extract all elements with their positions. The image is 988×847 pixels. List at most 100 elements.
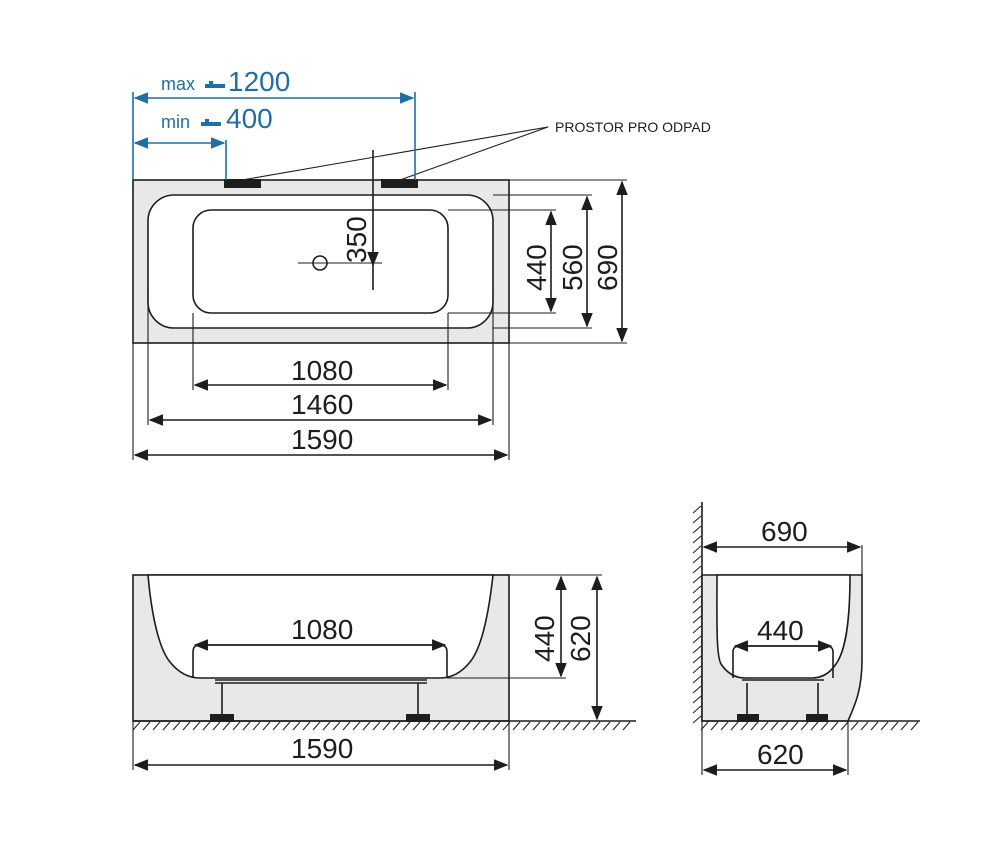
hatch-mark: [402, 721, 411, 731]
hatch-mark: [840, 721, 849, 731]
hatch-mark: [790, 721, 799, 731]
top-view: PROSTOR PRO ODPAD max 1200 min 400 350 4…: [132, 66, 711, 461]
hatch-mark: [692, 605, 702, 614]
waste-pad-left: [224, 179, 261, 188]
hatch-mark: [692, 695, 702, 704]
hatch-mark: [900, 721, 909, 731]
hatch-mark: [750, 721, 759, 731]
hatch-mark: [810, 721, 819, 731]
hatch-mark: [392, 721, 401, 731]
hatch-mark: [132, 721, 141, 731]
side-foot-right: [406, 714, 430, 722]
hatch-mark: [212, 721, 221, 731]
hatch-mark: [880, 721, 889, 731]
hatch-mark: [272, 721, 281, 731]
hatch-mark: [692, 575, 702, 584]
hatch-mark: [890, 721, 899, 731]
hatch-mark: [382, 721, 391, 731]
hatch-mark: [692, 715, 702, 724]
end-bowl: [716, 574, 851, 679]
hatch-mark: [800, 721, 809, 731]
hatch-mark: [692, 565, 702, 574]
hatch-mark: [202, 721, 211, 731]
hatch-mark: [602, 721, 611, 731]
top-floor: [192, 209, 449, 314]
hatch-mark: [830, 721, 839, 731]
hatch-mark: [172, 721, 181, 731]
hatch-mark: [692, 645, 702, 654]
side-view: 1080 440 620 1590: [132, 574, 636, 771]
hatch-mark: [182, 721, 191, 731]
side-dim-620-label: 620: [565, 615, 596, 662]
hatch-mark: [710, 721, 719, 731]
dim-440-label: 440: [521, 244, 552, 291]
dim-350-label: 350: [341, 216, 372, 263]
note-leader-1: [241, 126, 549, 181]
side-dim-1590-label: 1590: [291, 733, 353, 764]
side-floor-hatch: [132, 721, 631, 731]
hatch-mark: [372, 721, 381, 731]
max-value: 1200: [228, 66, 290, 97]
dim-1080-label: 1080: [291, 355, 353, 386]
hatch-mark: [692, 625, 702, 634]
hatch-mark: [592, 721, 601, 731]
hatch-mark: [692, 675, 702, 684]
note-leader-2: [399, 126, 549, 181]
hatch-mark: [492, 721, 501, 731]
hatch-mark: [692, 545, 702, 554]
hatch-mark: [612, 721, 621, 731]
hatch-mark: [692, 595, 702, 604]
hatch-mark: [312, 721, 321, 731]
end-floor-hatch: [700, 721, 919, 731]
hatch-mark: [432, 721, 441, 731]
hatch-mark: [910, 721, 919, 731]
hatch-mark: [692, 535, 702, 544]
hatch-mark: [850, 721, 859, 731]
hatch-mark: [692, 635, 702, 644]
hatch-mark: [692, 555, 702, 564]
hatch-mark: [860, 721, 869, 731]
hatch-mark: [412, 721, 421, 731]
hatch-mark: [870, 721, 879, 731]
hatch-mark: [282, 721, 291, 731]
max-label: max: [161, 74, 195, 94]
hatch-mark: [252, 721, 261, 731]
hatch-mark: [692, 665, 702, 674]
hatch-mark: [482, 721, 491, 731]
hatch-mark: [262, 721, 271, 731]
side-dim-1080-label: 1080: [291, 614, 353, 645]
hatch-mark: [422, 721, 431, 731]
hatch-mark: [222, 721, 231, 731]
hatch-mark: [452, 721, 461, 731]
dim-1460-label: 1460: [291, 389, 353, 420]
min-label: min: [161, 112, 190, 132]
hatch-mark: [692, 505, 702, 514]
end-dim-690-label: 690: [761, 516, 808, 547]
hatch-mark: [512, 721, 521, 731]
hatch-mark: [692, 705, 702, 714]
faucet-icon-max: [205, 81, 225, 88]
end-dim-620-label: 620: [757, 739, 804, 770]
hatch-mark: [232, 721, 241, 731]
hatch-mark: [472, 721, 481, 731]
hatch-mark: [302, 721, 311, 731]
hatch-mark: [442, 721, 451, 731]
hatch-mark: [242, 721, 251, 731]
dim-560-label: 560: [557, 244, 588, 291]
dim-1590-label: 1590: [291, 424, 353, 455]
faucet-icon-min: [201, 119, 221, 126]
hatch-mark: [142, 721, 151, 731]
end-foot-right: [806, 714, 828, 722]
waste-space-note: PROSTOR PRO ODPAD: [555, 119, 711, 135]
hatch-mark: [332, 721, 341, 731]
hatch-mark: [692, 685, 702, 694]
hatch-mark: [152, 721, 161, 731]
waste-pad-right: [381, 179, 418, 188]
end-foot-left: [737, 714, 759, 722]
hatch-mark: [582, 721, 591, 731]
hatch-mark: [720, 721, 729, 731]
end-dim-440-label: 440: [757, 615, 804, 646]
hatch-mark: [192, 721, 201, 731]
hatch-mark: [692, 525, 702, 534]
hatch-mark: [522, 721, 531, 731]
